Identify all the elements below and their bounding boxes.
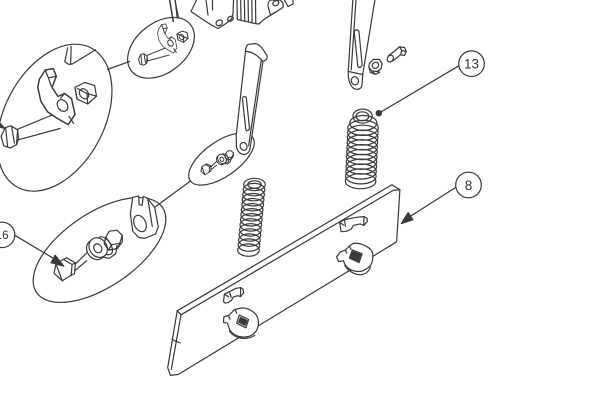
svg-text:13: 13: [464, 56, 479, 71]
svg-text:16: 16: [0, 230, 8, 242]
svg-text:8: 8: [465, 178, 473, 193]
